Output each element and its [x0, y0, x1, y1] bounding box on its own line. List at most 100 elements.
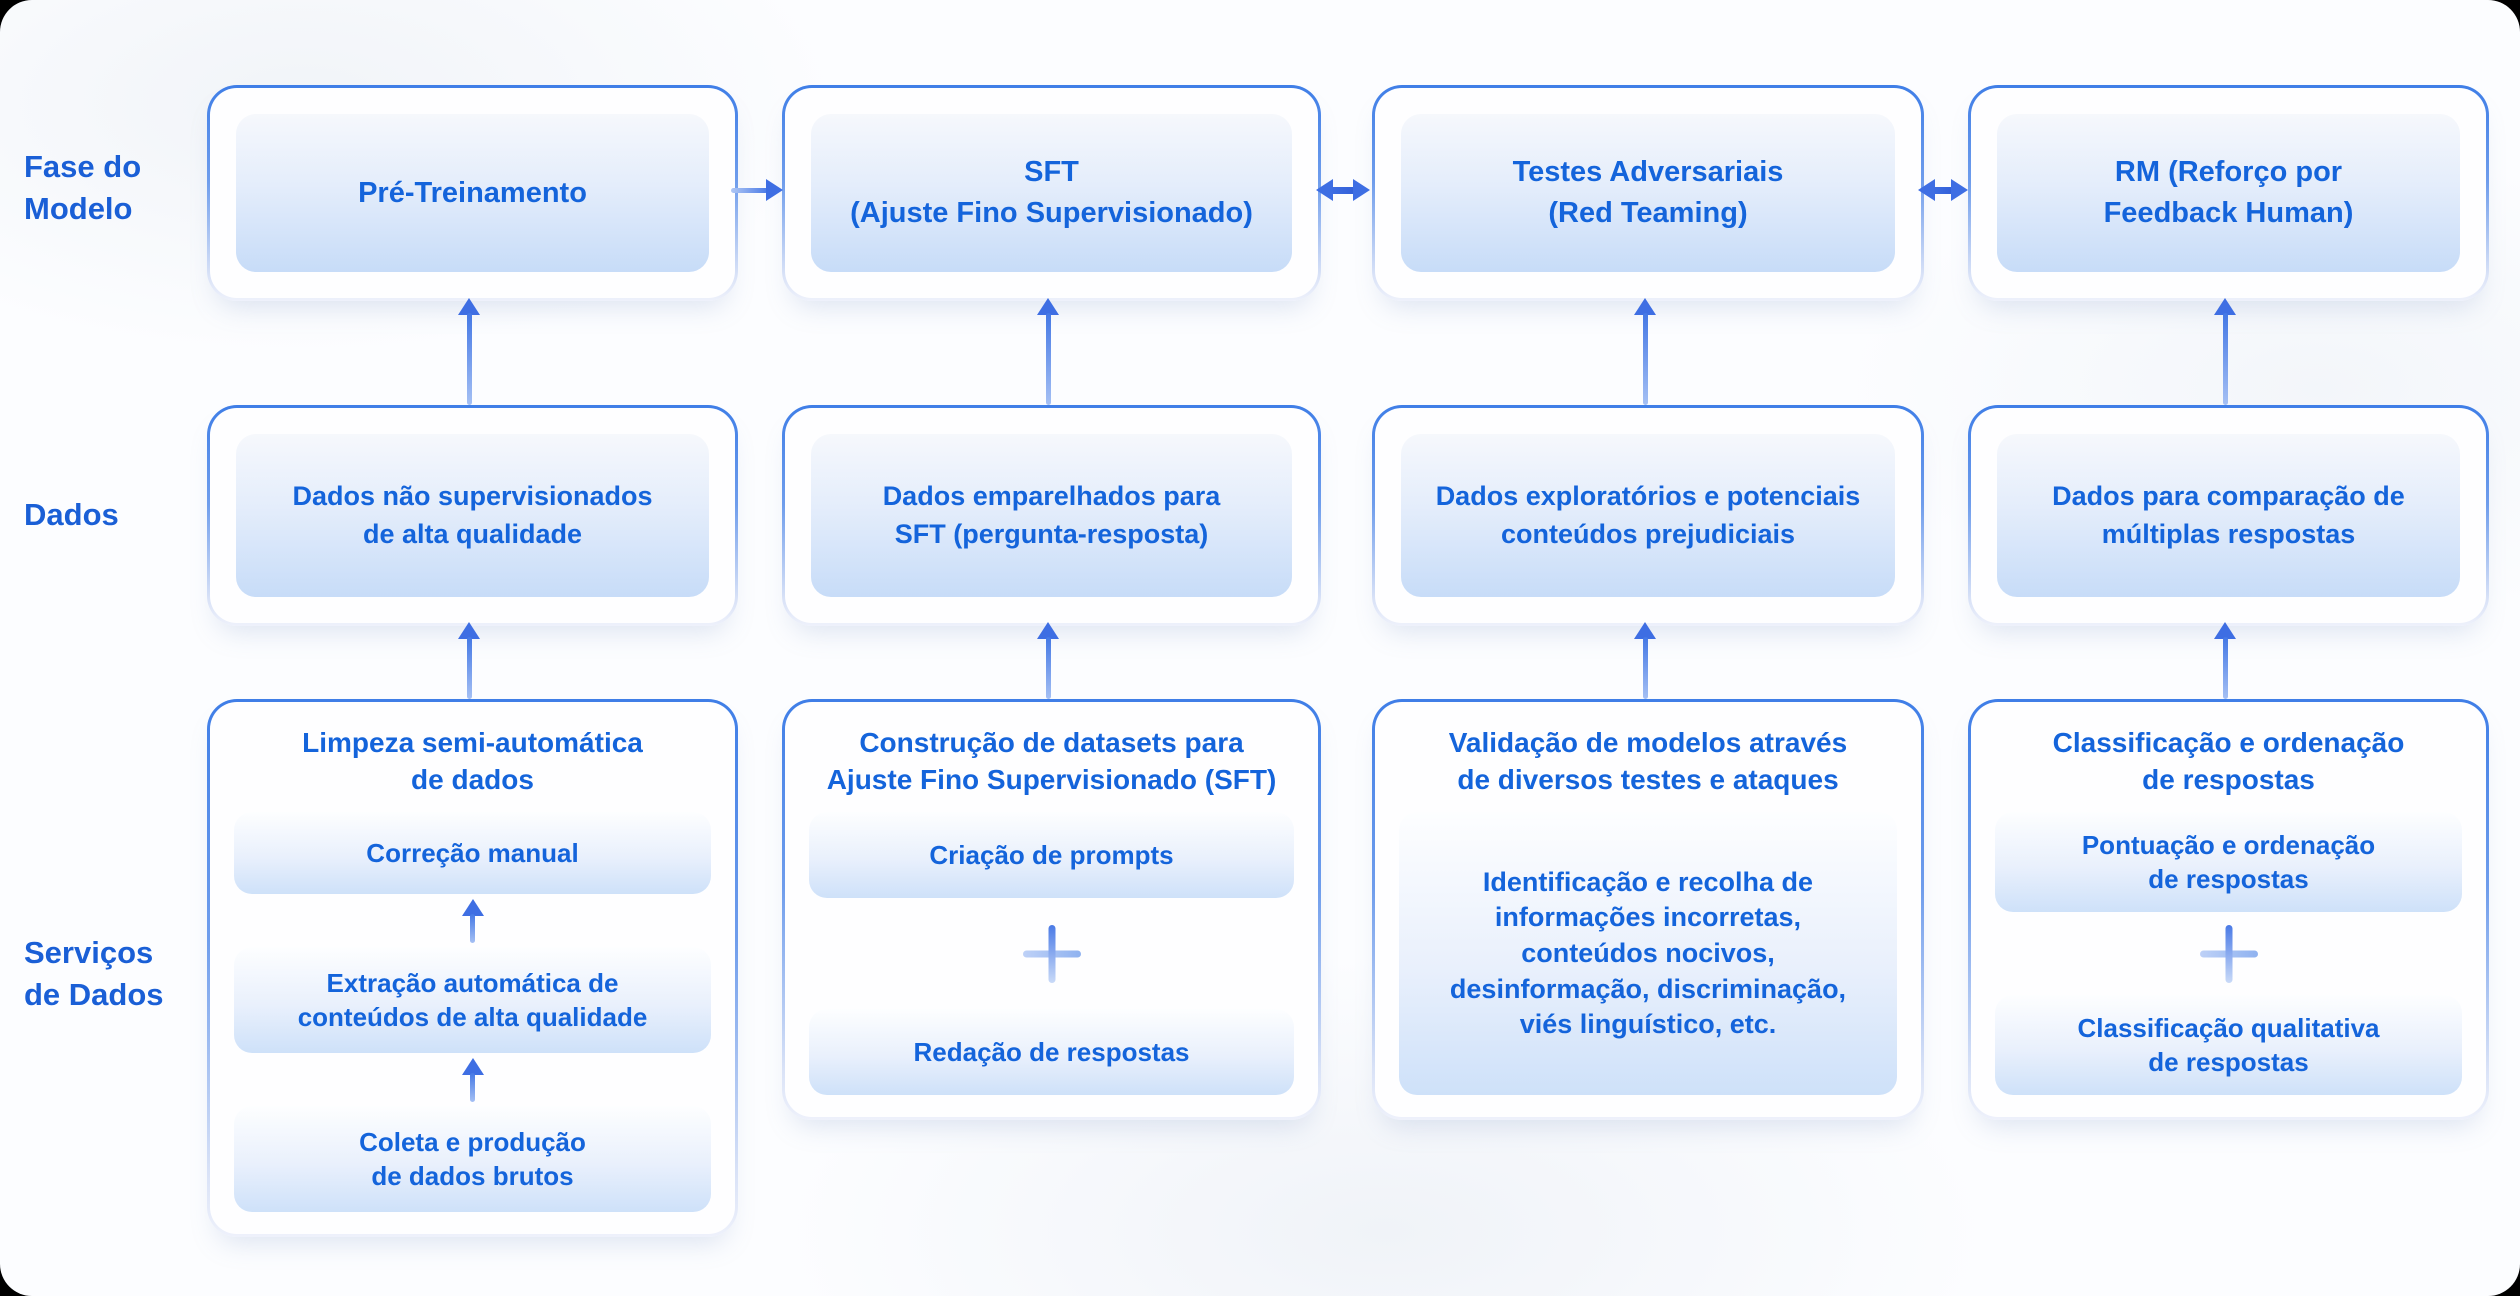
steps-stack: Correção manual Extração automática de c…: [234, 812, 711, 1212]
step-chip: Identificação e recolha de informações i…: [1399, 812, 1897, 1095]
card-surface: RM (Reforço por Feedback Human): [1971, 88, 2486, 298]
step-chip: Coleta e produção de dados brutos: [234, 1105, 711, 1212]
steps-stack: Criação de prompts Redação de respostas: [809, 812, 1294, 1095]
services-card-validacao-modelos: Validação de modelos através de diversos…: [1372, 699, 1924, 1120]
services-card-title: Validação de modelos através de diversos…: [1448, 727, 1848, 796]
plus-vertical-bar: [1048, 924, 1055, 983]
step-chip: Correção manual: [234, 812, 711, 895]
arrow-head: [1634, 622, 1656, 639]
arrow-head-left: [1316, 179, 1333, 201]
arrow-stem: [466, 637, 472, 699]
arrow-head: [1634, 298, 1656, 315]
row-label-servicos-de-dados: Serviços de Dados: [24, 935, 164, 1012]
data-card-label: Dados para comparação de múltiplas respo…: [2052, 480, 2405, 549]
row-label-dados: Dados: [24, 497, 119, 532]
arrow-head: [458, 622, 480, 639]
arrow-stem: [2222, 313, 2228, 405]
plus-icon: [1022, 924, 1081, 983]
card-fill: Dados não supervisionados de alta qualid…: [236, 434, 709, 597]
phase-card-label: SFT (Ajuste Fino Supervisionado): [850, 156, 1253, 229]
data-card-label: Dados emparelhados para SFT (pergunta-re…: [882, 480, 1221, 549]
card-surface: Limpeza semi-automática de dados Correçã…: [210, 702, 735, 1234]
arrow-head: [2214, 622, 2236, 639]
arrow-head: [2214, 298, 2236, 315]
card-surface: Construção de datasets para Ajuste Fino …: [785, 702, 1318, 1117]
step-chip: Pontuação e ordenação de respostas: [1995, 812, 2462, 913]
arrow-stem: [1642, 313, 1648, 405]
card-fill: Testes Adversariais (Red Teaming): [1401, 114, 1895, 272]
arrow-head: [1037, 622, 1059, 639]
data-card-label: Dados não supervisionados de alta qualid…: [292, 480, 653, 549]
steps-stack: Pontuação e ordenação de respostas Class…: [1995, 812, 2462, 1095]
plus-vertical-bar: [2225, 924, 2232, 983]
step-chip: Classificação qualitativa de respostas: [1995, 995, 2462, 1095]
arrow-up-icon: [1634, 298, 1656, 405]
arrow-stem: [466, 313, 472, 405]
arrow-head: [1037, 298, 1059, 315]
card-surface: Pré-Treinamento: [210, 88, 735, 298]
phase-card-pre-treinamento: Pré-Treinamento: [207, 85, 738, 301]
arrow-head-left: [1918, 179, 1935, 201]
arrow-stem: [731, 187, 768, 193]
phase-card-sft: SFT (Ajuste Fino Supervisionado): [782, 85, 1321, 301]
plus-icon: [2199, 924, 2258, 983]
arrow-stem: [1642, 637, 1648, 699]
card-surface: Testes Adversariais (Red Teaming): [1375, 88, 1921, 298]
phase-card-rm: RM (Reforço por Feedback Human): [1968, 85, 2489, 301]
arrow-up-icon: [2214, 622, 2236, 699]
step-chip: Extração automática de conteúdos de alta…: [234, 947, 711, 1054]
arrow-stem: [470, 1072, 475, 1102]
card-surface: Dados para comparação de múltiplas respo…: [1971, 408, 2486, 623]
double-arrow-icon: [1316, 179, 1370, 201]
card-surface: Classificação e ordenação de respostas P…: [1971, 702, 2486, 1117]
card-surface: Dados exploratórios e potenciais conteúd…: [1375, 408, 1921, 623]
phase-card-label: Pré-Treinamento: [358, 176, 587, 209]
data-card-comparacao-respostas: Dados para comparação de múltiplas respo…: [1968, 405, 2489, 626]
arrow-stem: [470, 913, 475, 943]
services-card-title: Construção de datasets para Ajuste Fino …: [826, 727, 1277, 796]
steps-stack: Identificação e recolha de informações i…: [1399, 812, 1897, 1095]
data-card-nao-supervisionados: Dados não supervisionados de alta qualid…: [207, 405, 738, 626]
arrow-stem: [2222, 637, 2228, 699]
card-surface: Dados não supervisionados de alta qualid…: [210, 408, 735, 623]
arrow-stem: [1045, 313, 1051, 405]
phase-card-testes-adversariais: Testes Adversariais (Red Teaming): [1372, 85, 1924, 301]
card-fill: Dados exploratórios e potenciais conteúd…: [1401, 434, 1895, 597]
step-chip: Criação de prompts: [809, 812, 1294, 899]
data-card-emparelhados-sft: Dados emparelhados para SFT (pergunta-re…: [782, 405, 1321, 626]
services-card-title: Limpeza semi-automática de dados: [302, 727, 643, 796]
arrow-up-icon: [458, 298, 480, 405]
arrow-head: [461, 1057, 484, 1075]
phase-card-label: RM (Reforço por Feedback Human): [2103, 156, 2354, 229]
card-fill: Pré-Treinamento: [236, 114, 709, 272]
arrow-up-icon: [458, 622, 480, 699]
arrow-head: [766, 179, 783, 201]
card-surface: Validação de modelos através de diversos…: [1375, 702, 1921, 1117]
row-label-fase-do-modelo: Fase do Modelo: [24, 149, 142, 226]
phase-card-label: Testes Adversariais (Red Teaming): [1512, 156, 1784, 229]
services-card-construcao-datasets: Construção de datasets para Ajuste Fino …: [782, 699, 1321, 1120]
arrow-stem: [1933, 186, 1953, 194]
card-fill: Dados para comparação de múltiplas respo…: [1997, 434, 2460, 597]
card-surface: Dados emparelhados para SFT (pergunta-re…: [785, 408, 1318, 623]
data-card-label: Dados exploratórios e potenciais conteúd…: [1435, 480, 1861, 549]
arrow-up-icon: [1037, 298, 1059, 405]
card-fill: Dados emparelhados para SFT (pergunta-re…: [811, 434, 1292, 597]
arrow-stem: [1331, 186, 1355, 194]
double-arrow-icon: [1918, 179, 1968, 201]
arrow-head-right: [1353, 179, 1370, 201]
data-card-exploratorios: Dados exploratórios e potenciais conteúd…: [1372, 405, 1924, 626]
arrow-up-icon: [461, 1057, 484, 1102]
arrow-up-icon: [461, 898, 484, 943]
arrow-head: [461, 898, 484, 916]
arrow-head: [458, 298, 480, 315]
step-chip: Redação de respostas: [809, 1009, 1294, 1095]
arrow-right-icon: [731, 179, 783, 201]
arrow-head-right: [1951, 179, 1968, 201]
card-fill: RM (Reforço por Feedback Human): [1997, 114, 2460, 272]
card-surface: SFT (Ajuste Fino Supervisionado): [785, 88, 1318, 298]
arrow-up-icon: [1634, 622, 1656, 699]
services-card-classificacao: Classificação e ordenação de respostas P…: [1968, 699, 2489, 1120]
services-card-title: Classificação e ordenação de respostas: [2052, 727, 2405, 796]
